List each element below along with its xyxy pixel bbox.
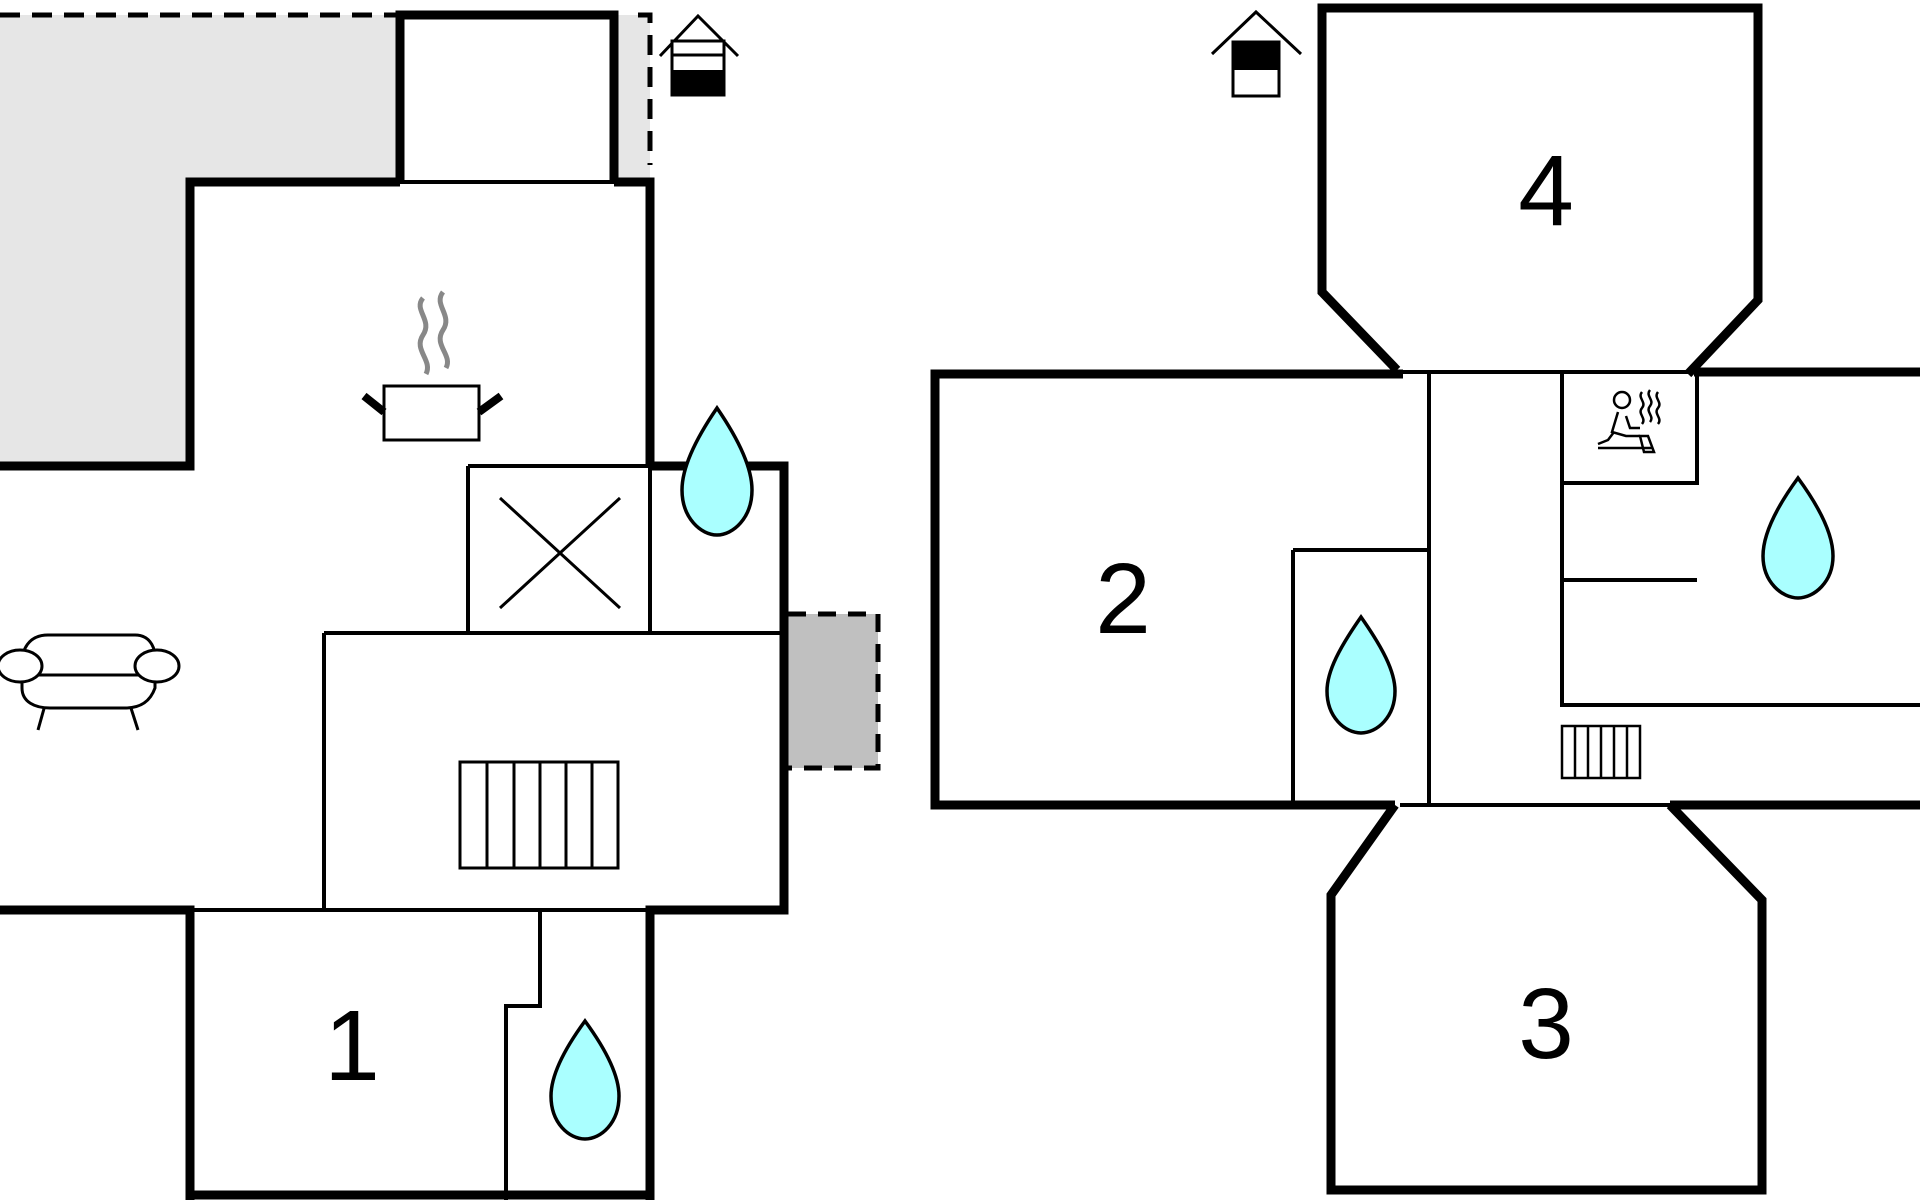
water-drop-icon: [1761, 475, 1835, 600]
outdoor-stove-area: [788, 611, 881, 771]
room-label-2: 2: [1095, 543, 1151, 655]
sofa-icon: [0, 633, 181, 731]
closet-cross-icon: [498, 496, 622, 610]
sauna-icon: [1597, 389, 1661, 454]
terrace-area: [0, 12, 653, 466]
water-drop-icon: [549, 1018, 621, 1141]
radiator-icon: [458, 760, 620, 870]
radiator-icon: [1560, 724, 1642, 780]
water-drop-icon: [1325, 613, 1397, 735]
water-drop-icon: [680, 404, 754, 537]
room-label-1: 1: [324, 990, 380, 1102]
house-level-icon: [1210, 9, 1303, 98]
ground-floor-plan: 1: [0, 10, 881, 1200]
room-label-4: 4: [1518, 135, 1574, 247]
upper-floor-plan: 2 3 4: [930, 3, 1920, 1195]
room-label-3: 3: [1518, 968, 1574, 1080]
upper-floor-inner-walls: [1291, 370, 1920, 807]
upper-floor-outer-walls: [930, 3, 1920, 1195]
house-level-icon: [658, 13, 740, 97]
ground-floor-inner-walls: [190, 180, 784, 1200]
kitchen-pot-icon: [361, 290, 504, 442]
